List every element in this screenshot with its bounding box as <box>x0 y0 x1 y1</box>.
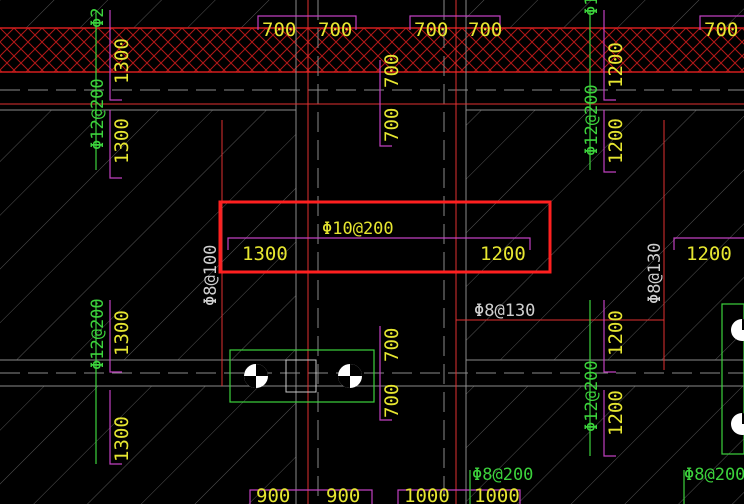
bottom-rebar: Φ8@200 <box>684 465 744 485</box>
highlight-left-dim: 1300 <box>242 243 288 265</box>
vertical-dim: 1300 <box>111 118 133 164</box>
vertical-dim: 700 <box>381 384 403 418</box>
bottom-dim: 900 <box>326 485 360 504</box>
vertical-dim: 700 <box>381 328 403 362</box>
bottom-rebar: Φ8@200 <box>472 465 533 485</box>
vertical-dim: 1300 <box>111 38 133 84</box>
rebar-label: Φ12@200 <box>582 360 602 432</box>
column-footing <box>229 303 744 455</box>
highlight-right-dim: 1200 <box>480 243 526 265</box>
vertical-dim: 1300 <box>111 310 133 356</box>
vertical-dim: 700 <box>381 108 403 142</box>
highlight-rebar: Φ10@200 <box>322 219 394 239</box>
right-dim: 1200 <box>686 243 732 265</box>
top-right-partial: Φ1 <box>582 0 602 16</box>
top-dim: 700 <box>704 19 738 41</box>
labels: 700 700 700 700 700 Φ2 Φ1 Φ12@200 1300 1… <box>88 0 744 504</box>
bolt-icon <box>244 364 268 388</box>
vertical-dim: 1200 <box>605 42 627 88</box>
red-band <box>0 27 744 73</box>
vertical-dim: 1200 <box>605 310 627 356</box>
rebar-label: Φ12@200 <box>88 78 108 150</box>
vertical-dim: 1300 <box>111 416 133 462</box>
highlight-box <box>218 200 552 274</box>
bottom-dim: 1000 <box>474 485 520 504</box>
stirrup-label: Φ8@130 <box>645 243 665 304</box>
top-dim: 700 <box>262 19 296 41</box>
bolt-icon <box>338 364 362 388</box>
vertical-dim: 1200 <box>605 118 627 164</box>
rebar-lines <box>95 10 685 504</box>
top-dim: 700 <box>414 19 448 41</box>
vertical-dim: 700 <box>381 54 403 88</box>
top-dim: 700 <box>318 19 352 41</box>
mid-right-rebar: Φ8@130 <box>474 301 535 321</box>
dim-brackets <box>109 10 744 504</box>
top-dim: 700 <box>468 19 502 41</box>
rebar-label: Φ12@200 <box>582 84 602 156</box>
vertical-dim: 1200 <box>605 390 627 436</box>
top-left-partial: Φ2 <box>88 8 108 28</box>
stirrup-label: Φ8@100 <box>201 245 221 306</box>
rebar-label: Φ12@200 <box>88 298 108 370</box>
bottom-dim: 1000 <box>404 485 450 504</box>
bottom-dim: 900 <box>256 485 290 504</box>
